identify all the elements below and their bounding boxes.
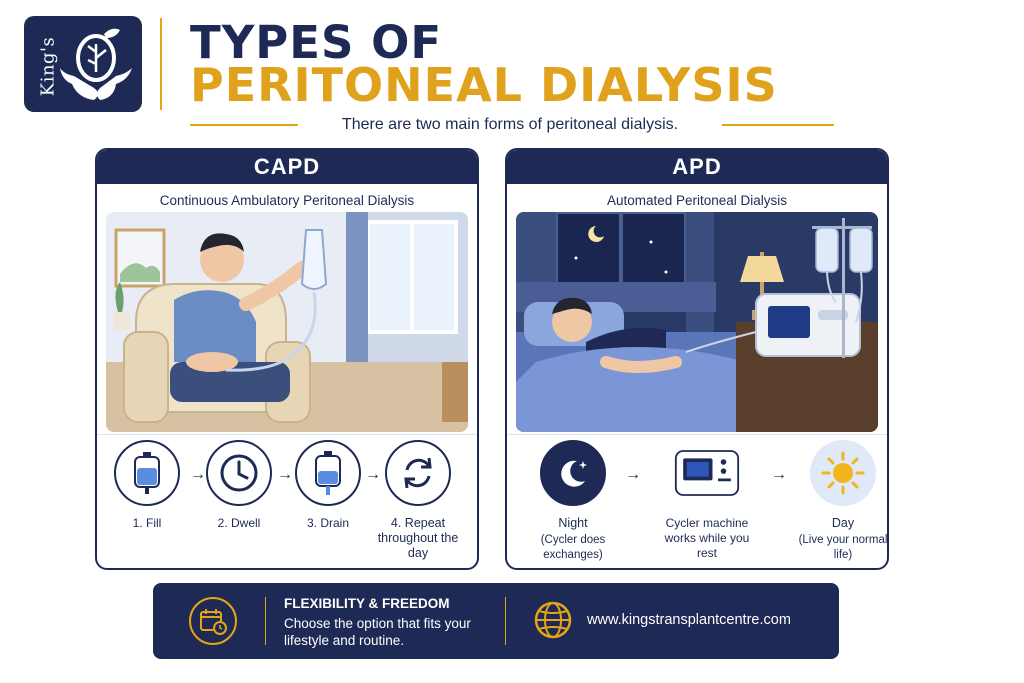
arrow-right-icon: → — [625, 466, 641, 483]
page-subtitle: There are two main forms of peritoneal d… — [341, 116, 679, 133]
footer-divider — [265, 597, 266, 645]
capd-step-repeat: 4. Repeat throughout the day — [373, 440, 463, 561]
capd-card: CAPD Continuous Ambulatory Peritoneal Di… — [95, 148, 479, 570]
globe-icon — [534, 601, 572, 639]
footer-body: Choose the option that fits your lifesty… — [284, 616, 471, 648]
arrow-right-icon: → — [365, 466, 381, 483]
apd-step-night-desc: (Cycler does exchanges) — [540, 534, 606, 561]
arrow-right-icon: → — [771, 466, 787, 483]
capd-step-drain: 3. Drain — [283, 440, 373, 531]
capd-illustration — [106, 212, 468, 432]
cycler-machine-icon — [674, 440, 740, 506]
capd-step-fill-label: 1. Fill — [132, 516, 162, 530]
apd-title: APD — [507, 150, 887, 184]
bag-drain-icon — [295, 440, 361, 506]
page-title-line1: TYPES OF — [190, 16, 443, 69]
arrow-right-icon: → — [277, 466, 293, 483]
capd-step-dwell: 2. Dwell — [194, 440, 284, 531]
capd-step-drain-label: 3. Drain — [306, 516, 350, 530]
kings-logo: King's — [24, 16, 142, 112]
calendar-clock-icon — [189, 597, 237, 645]
footer-banner: FLEXIBILITY & FREEDOM Choose the option … — [153, 583, 839, 659]
apd-divider — [507, 434, 887, 435]
apd-illustration — [516, 212, 878, 432]
website-link[interactable]: www.kingstransplantcentre.com — [587, 612, 791, 628]
moon-icon — [540, 440, 606, 506]
apd-step-day-desc: (Live your normal life) — [798, 534, 888, 561]
hands-kidney-icon — [60, 28, 132, 100]
clock-icon — [206, 440, 272, 506]
subtitle-rule-right — [722, 124, 834, 126]
apd-step-cycler: Cycler machine works while you rest — [653, 440, 761, 561]
apd-step-night-title: Night — [558, 516, 588, 530]
capd-steps: 1. Fill → 2. Dwell → 3. Drain → 4. Repea… — [97, 440, 477, 568]
apd-step-night: Night (Cycler does exchanges) — [525, 440, 621, 563]
apd-step-day-title: Day — [831, 516, 855, 530]
footer-title: FLEXIBILITY & FREEDOM — [284, 596, 450, 611]
capd-step-fill: 1. Fill — [102, 440, 192, 531]
sun-icon — [810, 440, 876, 506]
capd-divider — [97, 434, 477, 435]
footer-divider — [505, 597, 506, 645]
capd-title: CAPD — [97, 150, 477, 184]
capd-subtitle: Continuous Ambulatory Peritoneal Dialysi… — [159, 193, 415, 208]
apd-steps: Night (Cycler does exchanges) → Cycler m… — [507, 440, 888, 568]
logo-divider — [160, 18, 162, 110]
repeat-icon — [385, 440, 451, 506]
page-title-line2: PERITONEAL DIALYSIS — [190, 58, 778, 112]
apd-subtitle: Automated Peritoneal Dialysis — [606, 193, 788, 208]
arrow-right-icon: → — [190, 466, 206, 483]
capd-step-repeat-label: 4. Repeat throughout the day — [377, 516, 459, 560]
apd-step-day: Day (Live your normal life) — [795, 440, 888, 563]
subtitle-rule-left — [190, 124, 298, 126]
apd-step-cycler-label: Cycler machine works while you rest — [664, 516, 750, 560]
apd-card: APD Automated Peritoneal Dialysis — [505, 148, 889, 570]
bag-full-icon — [114, 440, 180, 506]
capd-step-dwell-label: 2. Dwell — [217, 516, 261, 530]
